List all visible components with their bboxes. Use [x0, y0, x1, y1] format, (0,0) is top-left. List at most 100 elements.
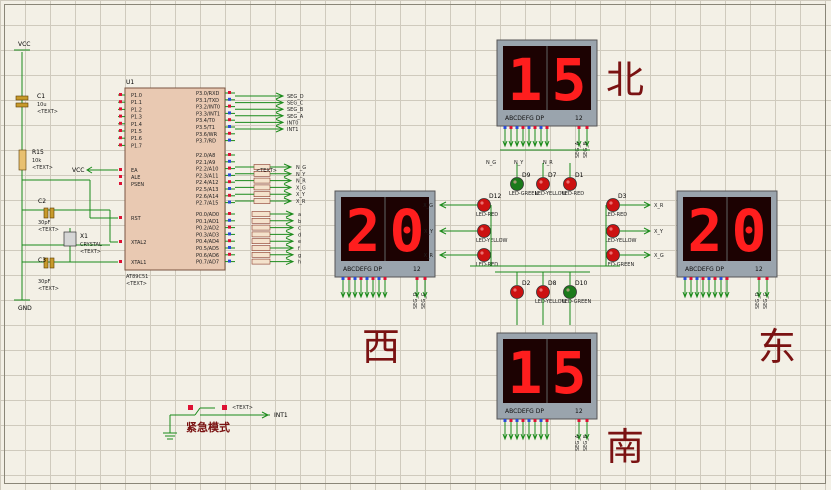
display-pins: ABCDEFG DP	[343, 266, 382, 273]
led-west-yellow[interactable]: LED-YELLOW	[476, 224, 508, 245]
mcu-pin-right: P0.7/AD7	[196, 260, 219, 266]
led-east-yellow[interactable]: LED-YELLOW	[605, 224, 637, 245]
mcu-pin-right: P0.4/AD4	[196, 239, 219, 245]
led-south-red[interactable]: D2	[510, 280, 531, 299]
led-west-green[interactable]: LED-RED	[476, 248, 498, 269]
light-net: X_G	[296, 185, 306, 191]
c2-text: <TEXT>	[38, 227, 59, 233]
light-net: N_R	[296, 179, 306, 185]
mcu-text: <TEXT>	[126, 281, 147, 287]
display-net: SEG_C	[421, 292, 427, 309]
mcu-pin-right: P3.7/RD	[196, 139, 216, 145]
mcu-pin-clock: XTAL2	[131, 240, 146, 246]
mcu-pin-clock: XTAL1	[131, 260, 146, 266]
svg-text:X_Y: X_Y	[654, 229, 664, 235]
sheet-border	[4, 4, 826, 484]
light-net: N_G	[296, 165, 306, 171]
display-pins2: 12	[413, 266, 421, 273]
c2-ref: C2	[38, 198, 46, 205]
seg-net: INT0	[287, 120, 298, 126]
mcu-pin-right: P3.6/WR	[196, 132, 218, 138]
int1-label: INT1	[274, 412, 288, 419]
mcu-pin-left: P1.6	[131, 136, 142, 142]
digit-tens: 2	[688, 197, 723, 265]
display-pins2: 12	[575, 115, 583, 122]
led-label: LED-YELLOW	[476, 238, 508, 244]
mcu-pin-right: P2.1/A9	[196, 160, 215, 166]
light-net: X_R	[296, 199, 306, 205]
mcu-pin-left: P1.7	[131, 143, 142, 149]
p0-net: f	[298, 246, 300, 252]
led-ref: D9	[522, 172, 531, 179]
capacitor-c2[interactable]	[43, 207, 55, 219]
emergency-switch[interactable]	[163, 407, 270, 440]
svg-text:X_R: X_R	[424, 253, 434, 259]
led-east-green[interactable]: LED-GREEN	[605, 248, 634, 269]
seg-net: SEG_C	[287, 101, 304, 107]
led-label: LED-RED	[562, 191, 584, 197]
mcu-pin-left: P1.4	[131, 122, 142, 128]
resistor-pack[interactable]: <TEXT>	[235, 164, 290, 204]
x1-text: <TEXT>	[80, 249, 101, 255]
r15-text: <TEXT>	[32, 165, 53, 171]
mcu-pin-right: P3.0/RXD	[196, 91, 220, 97]
crystal-x1[interactable]	[63, 231, 77, 247]
mcu-pin-right: P0.6/AD6	[196, 253, 219, 259]
mcu-pin-left: P1.5	[131, 129, 142, 135]
mcu-pin-left: P1.0	[131, 93, 142, 99]
display-pins2: 12	[755, 266, 763, 273]
vcc2-label: VCC	[72, 167, 84, 174]
mcu-pin-labels: P1.0P1.1P1.2P1.3P1.4P1.5P1.6P1.7EAALEPSE…	[118, 91, 235, 266]
mcu-pin-right: P3.2/INT0	[196, 105, 220, 111]
light-net: N_Y	[296, 172, 306, 178]
mcu-pin-right: P2.3/A11	[196, 173, 218, 179]
switch-pin-a	[188, 405, 193, 410]
dir-west: 西	[362, 325, 400, 369]
led-ref: D8	[548, 280, 557, 287]
c3-val: 30pF	[38, 279, 51, 285]
led-ref: D7	[548, 172, 557, 179]
mcu-pin-right: P2.5/A13	[196, 187, 218, 193]
c2-val: 30pF	[38, 220, 51, 226]
display-pins: ABCDEFG DP	[505, 115, 544, 122]
svg-text:X_Y: X_Y	[424, 229, 434, 235]
led-label: LED-YELLOW	[605, 238, 637, 244]
mcu-pin-right: P0.1/AD1	[196, 219, 219, 225]
mcu-ref: U1	[126, 79, 134, 86]
mcu-pin-right: P2.2/A10	[196, 167, 218, 173]
resistor-r15[interactable]	[18, 149, 27, 171]
led-label: LED-GREEN	[509, 191, 538, 197]
capacitor-c1[interactable]	[15, 95, 29, 108]
mcu-pin-left: P1.2	[131, 107, 142, 113]
capacitor-c3[interactable]	[43, 257, 55, 269]
emergency-label: 紧急模式	[186, 420, 230, 434]
mcu-pin-left: P1.1	[131, 100, 142, 106]
mcu-pin-right: P2.4/A12	[196, 180, 218, 186]
c3-ref: C3	[38, 257, 46, 264]
mcu-pin-right: P2.7/A15	[196, 201, 218, 207]
c1-ref: C1	[37, 93, 45, 100]
mcu-part: AT89C51	[126, 274, 148, 280]
mcu-pin-right: P2.0/A8	[196, 153, 215, 159]
svg-text:X_R: X_R	[654, 203, 664, 209]
mcu-u1[interactable]	[124, 87, 226, 271]
c1-text: <TEXT>	[37, 109, 58, 115]
digit-ones: 0	[390, 197, 425, 265]
p0-net: e	[298, 239, 301, 245]
gnd-label: GND	[18, 305, 32, 312]
